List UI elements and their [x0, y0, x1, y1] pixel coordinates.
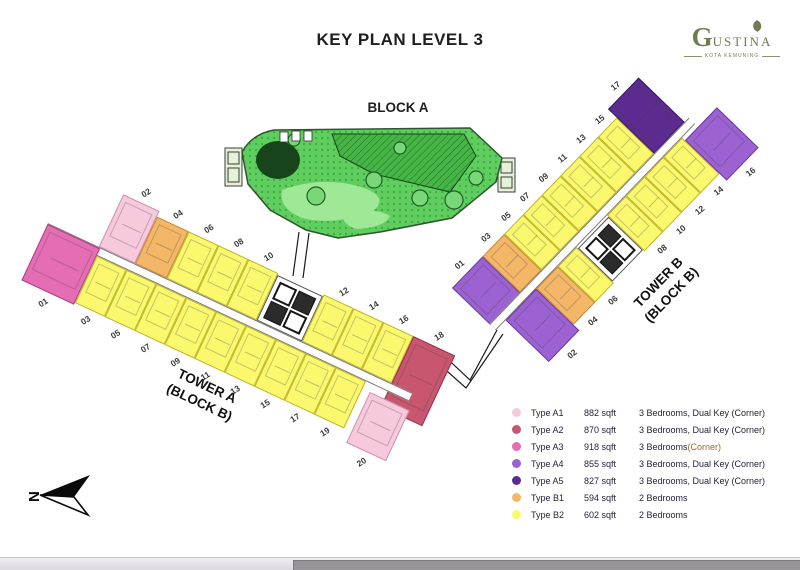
- unit-number: 20: [354, 455, 369, 469]
- legend-swatch-a2: [512, 425, 521, 434]
- unit-number: 15: [592, 112, 607, 127]
- legend-sqft: 918 sqft: [584, 441, 617, 452]
- legend-desc: 2 Bedrooms: [639, 492, 688, 503]
- legend-desc: 3 Bedrooms, Dual Key (Corner): [639, 407, 766, 418]
- north-arrow: N: [26, 475, 91, 517]
- north-arrow-top-wing: [40, 475, 90, 497]
- legend-desc: 3 Bedrooms, Dual Key (Corner): [639, 475, 766, 486]
- legend-desc-corner: (Corner): [687, 441, 722, 452]
- unit-number: 06: [605, 293, 620, 308]
- flourish-left: [684, 55, 702, 57]
- horizontal-scrollbar-thumb[interactable]: [293, 560, 800, 570]
- legend-type: Type A4: [531, 458, 564, 469]
- unit-number: 01: [36, 295, 50, 310]
- tree-cluster: [256, 141, 300, 179]
- legend-row: Type B1 594 sqft 2 Bedrooms: [512, 489, 765, 506]
- unit-number: 10: [261, 249, 275, 264]
- unit-number: 05: [108, 327, 122, 341]
- horizontal-scrollbar-track[interactable]: [0, 557, 800, 570]
- legend-type: Type B2: [531, 509, 565, 520]
- legend-sqft: 882 sqft: [584, 407, 617, 418]
- legend-type: Type A5: [531, 475, 564, 486]
- unit-number: 01: [452, 257, 467, 272]
- legend-type: Type B1: [531, 492, 565, 503]
- block-a-label: BLOCK A: [367, 100, 429, 115]
- block-a-plan: [224, 127, 516, 239]
- logo-name: GUSTINA: [691, 22, 773, 52]
- legend-sqft: 602 sqft: [584, 509, 617, 520]
- unit-number: 11: [555, 151, 569, 166]
- unit-number: 18: [432, 329, 446, 343]
- unit-number: 12: [692, 203, 707, 218]
- unit-number: 14: [711, 184, 725, 198]
- unit-number: 13: [573, 132, 588, 146]
- legend-sqft: 870 sqft: [584, 424, 617, 435]
- legend-row: Type B2 602 sqft 2 Bedrooms: [512, 506, 765, 523]
- lawn-area-2: [343, 210, 390, 229]
- unit-number: 12: [336, 284, 351, 299]
- legend-type: Type A1: [531, 407, 564, 418]
- unit-number: 08: [654, 242, 669, 257]
- legend: Type A1 882 sqft 3 Bedrooms, Dual Key (C…: [512, 404, 765, 523]
- north-letter: N: [26, 491, 43, 502]
- legend-swatch-a1: [512, 408, 521, 417]
- deck-structures: [279, 130, 313, 143]
- legend-swatch-a4: [512, 459, 521, 468]
- unit-number: 02: [139, 185, 153, 200]
- lawn-area: [281, 181, 380, 221]
- legend-row: Type A3 918 sqft 3 Bedrooms(Corner): [512, 438, 765, 455]
- flourish-right: [762, 55, 780, 57]
- legend-type: Type A3: [531, 441, 564, 452]
- legend-sqft: 855 sqft: [584, 458, 617, 469]
- page-title: KEY PLAN LEVEL 3: [316, 30, 484, 49]
- legend-type: Type A2: [531, 424, 564, 435]
- legend-row: Type A1 882 sqft 3 Bedrooms, Dual Key (C…: [512, 404, 765, 421]
- legend-swatch-a3: [512, 442, 521, 451]
- unit-number: 02: [565, 346, 579, 361]
- unit-number: 16: [396, 312, 410, 326]
- legend-swatch-b1: [512, 493, 521, 502]
- unit-number: 16: [743, 164, 758, 179]
- unit-number: 19: [317, 424, 332, 439]
- legend-sqft: 594 sqft: [584, 492, 617, 503]
- legend-swatch-b2: [512, 510, 521, 519]
- legend-sqft: 827 sqft: [584, 475, 617, 486]
- legend-row: Type A5 827 sqft 3 Bedrooms, Dual Key (C…: [512, 472, 765, 489]
- unit-number: 06: [201, 221, 215, 236]
- legend-desc: 3 Bedrooms(Corner): [639, 441, 722, 452]
- gustina-logo: GUSTINA KOTA KEMUNING: [684, 20, 780, 59]
- legend-row: Type A4 855 sqft 3 Bedrooms, Dual Key (C…: [512, 455, 765, 472]
- unit-number: 17: [287, 410, 302, 425]
- legend-swatch-a5: [512, 476, 521, 485]
- unit-number: 10: [673, 223, 688, 237]
- legend-desc: 3 Bedrooms, Dual Key (Corner): [639, 424, 766, 435]
- legend-desc: 2 Bedrooms: [639, 509, 688, 520]
- unit-number: 03: [78, 313, 92, 327]
- block-a-right-wing: [497, 157, 516, 193]
- legend-desc: 3 Bedrooms, Dual Key (Corner): [639, 458, 766, 469]
- north-arrow-bottom-wing: [39, 494, 91, 517]
- unit-number: 04: [585, 314, 600, 329]
- unit-number: 17: [608, 78, 623, 93]
- unit-number: 09: [536, 170, 550, 185]
- unit-number: 14: [366, 298, 380, 313]
- unit-number: 07: [517, 190, 532, 205]
- block-a-left-wing: [224, 147, 243, 187]
- logo-tagline: KOTA KEMUNING: [684, 53, 780, 59]
- unit-number: 04: [170, 207, 185, 221]
- leaf-icon: [751, 20, 764, 32]
- legend-row: Type A2 870 sqft 3 Bedrooms, Dual Key (C…: [512, 421, 765, 438]
- pool-hatch: [332, 134, 476, 192]
